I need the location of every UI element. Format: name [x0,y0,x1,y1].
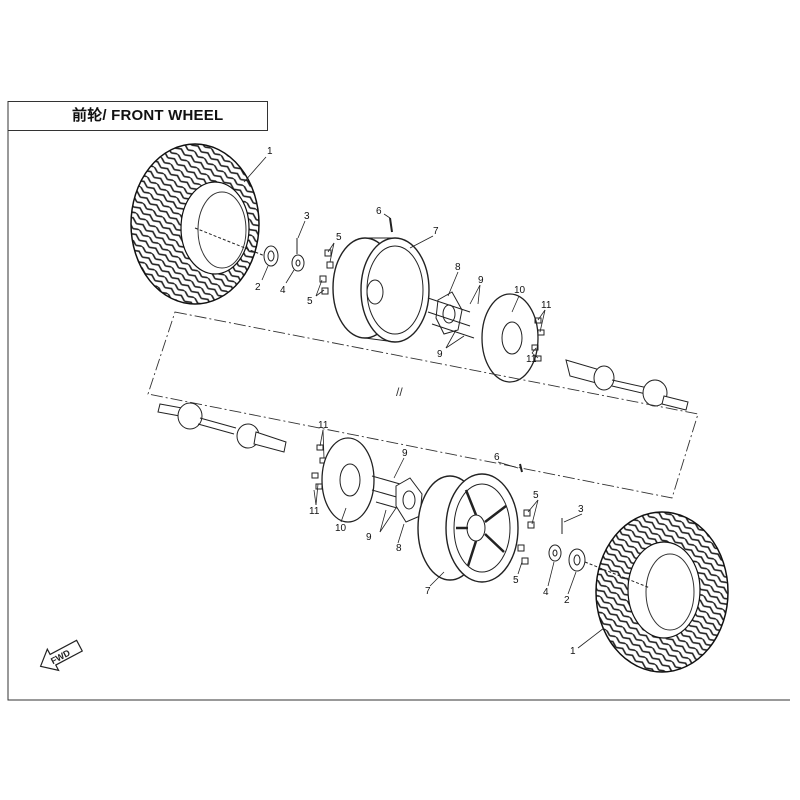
callout-disc-bolt: 11 [541,300,552,311]
callout-hub-nut: 2 [255,282,261,293]
upper-brake-disc [481,293,539,383]
upper-wheel-hub [435,291,463,335]
upper-assembly [130,143,689,411]
callout-valve: 6 [376,206,382,217]
callout-stud-2: 9 [437,349,443,360]
callout-wheel-hub: 8 [455,262,461,273]
sheet-border [7,101,790,701]
callout-wheel-nut-3: 5 [533,490,539,501]
upper-hub-nut [263,245,279,267]
fwd-arrow-icon: FWD [39,639,84,672]
callout-disc-bolt-2: 11 [526,354,537,365]
callout-numbers: 1 2 4 3 5 5 6 7 8 9 9 10 11 11 11 11 10 … [255,146,584,657]
callout-brake-disc-2: 10 [335,523,347,534]
callout-cotter-pin: 3 [304,211,310,222]
break-mark: // [396,385,403,399]
upper-nut-cap [291,254,305,272]
lower-wheel-hub [395,477,423,523]
lower-assembly [157,402,729,673]
upper-rim [332,237,430,343]
leader-lines [243,156,605,649]
callout-nut-cap-2: 4 [543,587,549,598]
callout-disc-bolt-3: 11 [318,420,329,431]
upper-drive-shaft [565,359,689,411]
shaft-connection-box [147,311,699,499]
lower-hub-nut [568,548,586,572]
callout-valve-2: 6 [494,452,500,463]
lower-drive-shaft [157,402,287,453]
title-box [8,101,268,131]
callout-brake-disc: 10 [514,285,526,296]
lower-brake-disc [321,437,375,523]
upper-studs [427,297,475,339]
upper-valve [389,217,393,233]
page-title: 前轮/ FRONT WHEEL [72,107,224,124]
callout-rim: 7 [433,226,439,237]
callout-stud-4: 9 [366,532,372,543]
upper-disc-bolts [531,317,545,362]
callout-stud: 9 [478,275,484,286]
callout-wheel-nut-2: 5 [307,296,313,307]
callout-nut-cap: 4 [280,285,286,296]
callout-tire-2: 1 [570,646,576,657]
callout-cotter-pin-2: 3 [578,504,584,515]
callout-stud-3: 9 [402,448,408,459]
callout-wheel-nut-4: 5 [513,575,519,586]
lower-nut-cap [548,544,562,562]
callout-hub-nut-2: 2 [564,595,570,606]
callout-wheel-hub-2: 8 [396,543,402,554]
lower-wheel-nuts [517,509,535,565]
upper-tire [130,143,271,305]
callout-rim-2: 7 [425,586,431,597]
lower-tire [584,511,729,673]
lower-valve [519,463,523,473]
callout-tire: 1 [267,146,273,157]
lower-rim [417,473,519,583]
callout-disc-bolt-4: 11 [309,506,320,517]
callout-wheel-nut: 5 [336,232,342,243]
